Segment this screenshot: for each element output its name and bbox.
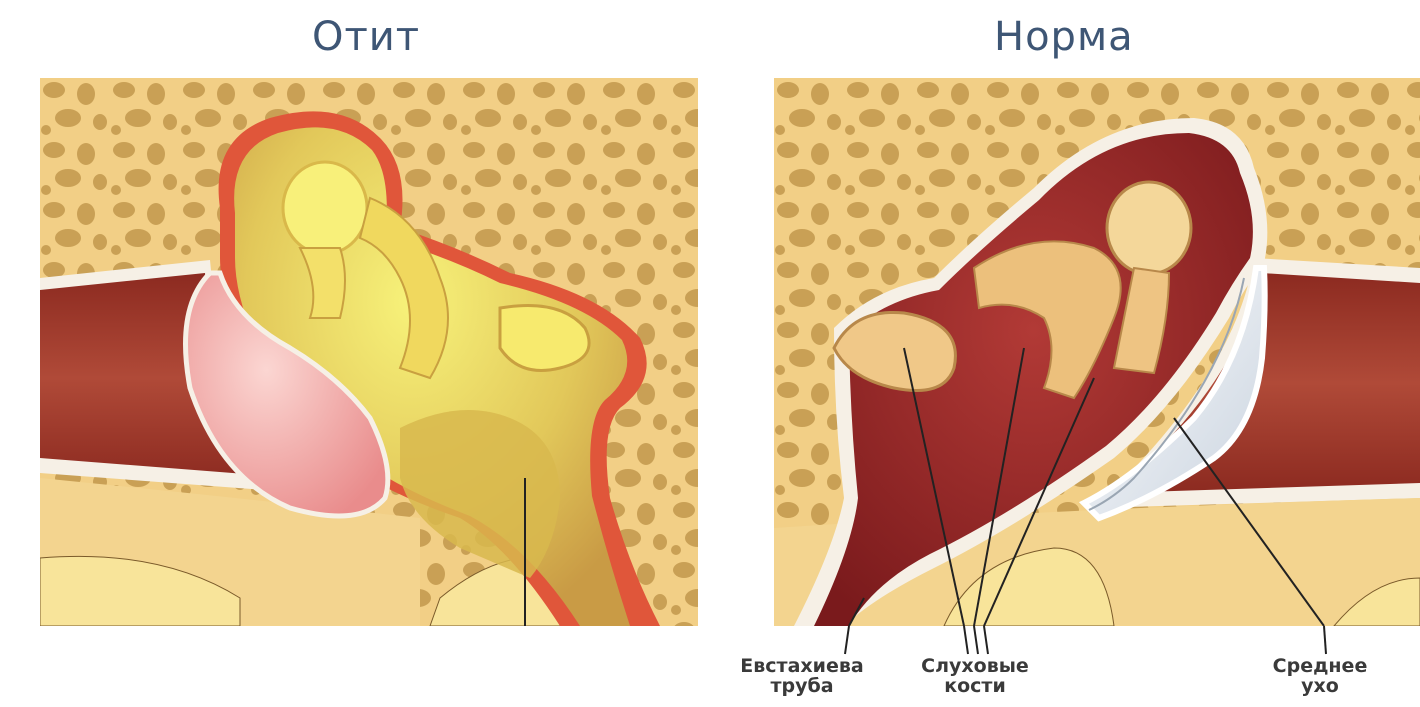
label-eustachian-tube: Евстахиева труба	[712, 656, 892, 696]
malleus-head	[283, 162, 367, 254]
label-ossicles-line1: Слуховые	[900, 656, 1050, 676]
otitis-illustration	[40, 78, 698, 626]
label-ossicles: Слуховые кости	[900, 656, 1050, 696]
label-eustachian-line2: труба	[712, 676, 892, 696]
label-connectors	[0, 626, 1420, 656]
malleus-head-normal	[1107, 182, 1191, 274]
label-eustachian-line1: Евстахиева	[712, 656, 892, 676]
title-otitis: Отит	[312, 14, 420, 60]
normal-illustration	[774, 78, 1420, 626]
label-middle-ear: Среднее ухо	[1250, 656, 1390, 696]
label-ossicles-line2: кости	[900, 676, 1050, 696]
label-middle-ear-line2: ухо	[1250, 676, 1390, 696]
label-middle-ear-line1: Среднее	[1250, 656, 1390, 676]
title-normal: Норма	[994, 14, 1134, 60]
